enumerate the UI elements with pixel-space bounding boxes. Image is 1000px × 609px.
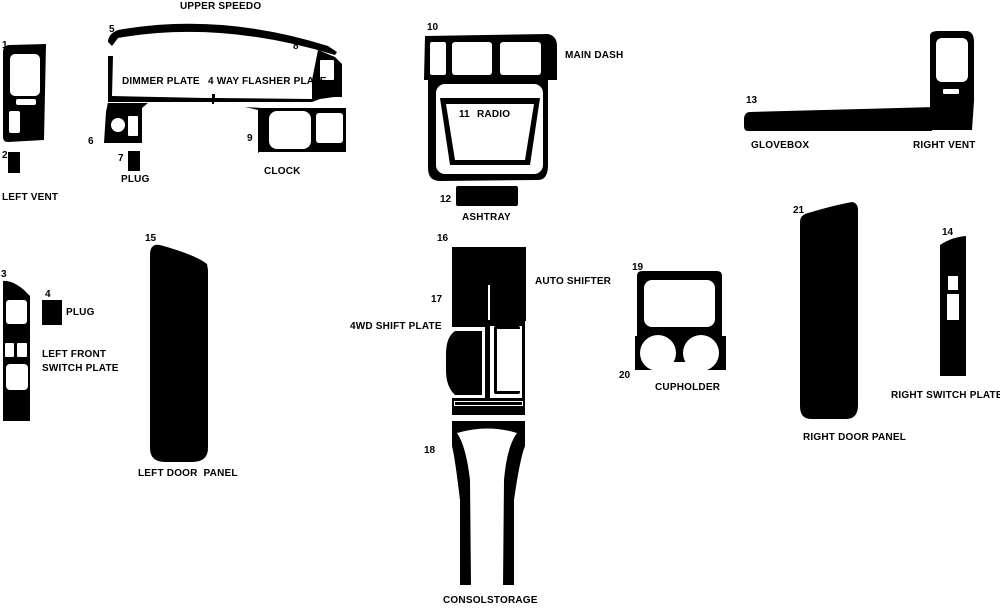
part-15-left-door-panel bbox=[150, 244, 208, 462]
label-dimmer-plate: DIMMER PLATE bbox=[122, 76, 200, 87]
part-number-19: 19 bbox=[632, 262, 644, 273]
part-number-14: 14 bbox=[942, 227, 954, 238]
part-6-dimmer-plate-and-part-8-flasher-plate bbox=[104, 50, 342, 143]
part-number-13: 13 bbox=[746, 95, 758, 106]
part-19-cupholder-top bbox=[637, 271, 722, 337]
part-number-9: 9 bbox=[247, 133, 253, 144]
label-radio: RADIO bbox=[477, 109, 510, 120]
part-9-clock bbox=[245, 107, 346, 153]
part-number-1: 1 bbox=[2, 40, 8, 51]
label-right-vent: RIGHT VENT bbox=[913, 140, 976, 151]
label-glovebox: GLOVEBOX bbox=[751, 140, 809, 151]
label-4wd-shift-plate: 4WD SHIFT PLATE bbox=[350, 321, 442, 332]
label-clock: CLOCK bbox=[264, 166, 301, 177]
part-right-vent bbox=[930, 31, 974, 130]
label-upper-speedo: UPPER SPEEDO bbox=[180, 1, 261, 12]
part-1-left-vent bbox=[3, 44, 46, 142]
part-number-8: 8 bbox=[293, 41, 299, 52]
part-2 bbox=[8, 152, 20, 173]
part-number-18: 18 bbox=[424, 445, 436, 456]
label-cupholder: CUPHOLDER bbox=[655, 382, 721, 393]
label-left-front-switch-plate-line1: LEFT FRONT bbox=[42, 349, 106, 360]
part-12-ashtray bbox=[456, 186, 518, 206]
part-number-7: 7 bbox=[118, 153, 124, 164]
part-number-21: 21 bbox=[793, 205, 805, 216]
part-13-glovebox bbox=[744, 107, 935, 131]
part-21-right-door-panel bbox=[800, 202, 858, 419]
part-number-6: 6 bbox=[88, 136, 94, 147]
part-18-consol-storage bbox=[452, 421, 525, 586]
part-17-4wd-shift-plate bbox=[442, 283, 525, 415]
label-main-dash: MAIN DASH bbox=[565, 50, 623, 61]
part-number-12: 12 bbox=[440, 194, 452, 205]
label-left-front-switch-plate-line2: SWITCH PLATE bbox=[42, 363, 119, 374]
part-number-5: 5 bbox=[109, 24, 115, 35]
part-20-cupholder bbox=[635, 335, 726, 372]
part-number-20: 20 bbox=[619, 370, 631, 381]
part-3-left-front-switch-plate bbox=[3, 280, 30, 421]
part-16-auto-shifter bbox=[452, 247, 526, 321]
label-auto-shifter: AUTO SHIFTER bbox=[535, 276, 612, 287]
part-number-11: 11 bbox=[459, 109, 470, 120]
label-plug-4: PLUG bbox=[66, 307, 95, 318]
label-4-way-flasher-plate: 4 WAY FLASHER PLATE bbox=[208, 76, 327, 87]
label-consol-storage: CONSOLSTORAGE bbox=[443, 595, 538, 606]
part-number-10: 10 bbox=[427, 22, 439, 33]
label-left-vent: LEFT VENT bbox=[2, 192, 58, 203]
part-number-15: 15 bbox=[145, 233, 157, 244]
label-plug-7: PLUG bbox=[121, 174, 150, 185]
part-4-plug bbox=[42, 300, 62, 325]
part-number-2: 2 bbox=[2, 150, 8, 161]
part-number-17: 17 bbox=[431, 294, 443, 305]
part-5-upper-speedo bbox=[108, 23, 337, 55]
part-11-radio bbox=[440, 98, 540, 165]
part-7-plug bbox=[128, 151, 140, 171]
part-number-4: 4 bbox=[45, 289, 51, 300]
label-ashtray: ASHTRAY bbox=[462, 212, 511, 223]
label-right-door-panel: RIGHT DOOR PANEL bbox=[803, 432, 906, 443]
label-left-door-panel: LEFT DOOR PANEL bbox=[138, 468, 238, 479]
part-14-right-switch-plate bbox=[940, 236, 966, 376]
part-number-16: 16 bbox=[437, 233, 449, 244]
label-right-switch-plate: RIGHT SWITCH PLATE bbox=[891, 390, 1000, 401]
part-number-3: 3 bbox=[1, 269, 7, 280]
